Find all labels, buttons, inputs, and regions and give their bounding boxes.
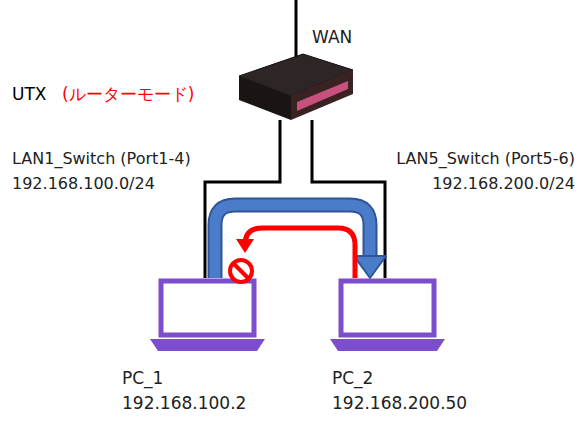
laptop-illustration [150, 278, 265, 353]
router-side [239, 76, 291, 120]
network-label: LAN1_Switch (Port1-4) 192.168.100.0/24 [12, 146, 240, 196]
arrow-head [236, 239, 254, 253]
laptop-screen [161, 281, 254, 335]
mode-label: (ルーターモード) [62, 84, 194, 104]
wan-label: WAN [312, 27, 352, 47]
allowed-flow-arrow [215, 205, 370, 278]
prohibition-symbol [230, 260, 252, 282]
device-name: UTX [12, 84, 46, 104]
allowed-flow-arrow [215, 205, 370, 278]
pc-name: PC_2 [332, 368, 373, 388]
router-node: UTX(ルーターモード) [235, 50, 355, 122]
prohibition-slash [233, 263, 249, 279]
ip-address: 192.168.200.50 [332, 393, 467, 413]
network-label: LAN5_Switch (Port5-6) 192.168.200.0/24 [330, 146, 575, 196]
arrow-head [354, 256, 386, 278]
ip-address: 192.168.100.2 [122, 393, 246, 413]
laptop-illustration [330, 278, 445, 353]
router-stripe [297, 81, 348, 111]
wan-line [295, 0, 298, 58]
laptop-screen [341, 281, 434, 335]
blocked-flow-arrow [245, 228, 355, 278]
router-illustration [235, 50, 355, 122]
pc-name: PC_1 [122, 368, 163, 388]
laptop-base [150, 339, 265, 351]
router-front [291, 70, 353, 120]
laptop-base [330, 339, 445, 351]
pc-node: PC_1192.168.100.2 [150, 278, 265, 353]
pc-node: PC_2192.168.200.50 [330, 278, 445, 353]
